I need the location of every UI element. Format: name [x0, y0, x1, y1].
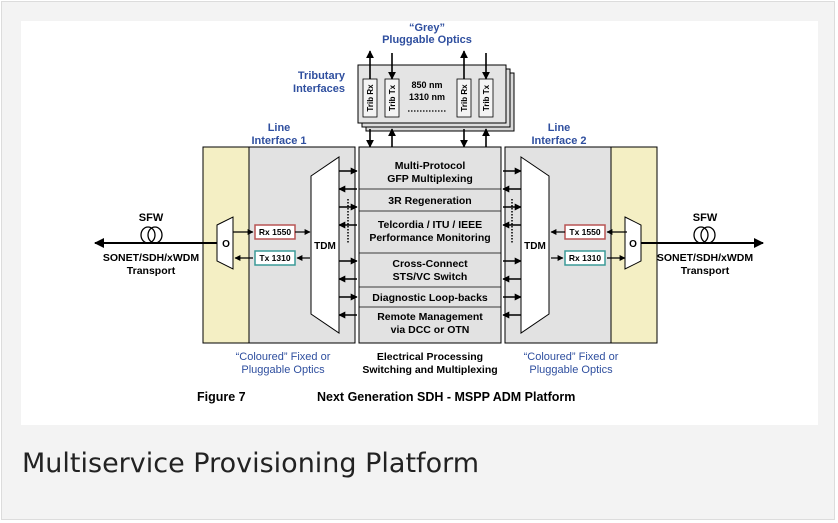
transport-label-right-2: Transport [681, 265, 730, 277]
trib-rx-2: Trib Rx [460, 84, 469, 112]
transport-label-left-1: SONET/SDH/xWDM [103, 252, 200, 264]
line-interface-1-label-1: Line [268, 122, 291, 134]
fiber-coil-left-icon [140, 226, 163, 244]
trib-rx-1: Trib Rx [366, 84, 375, 112]
tx-1550-label-right: Tx 1550 [569, 227, 600, 237]
grey-optics-label-1: “Grey” [409, 22, 445, 34]
diagram-image: “Grey” Pluggable Optics Tributary Interf… [21, 21, 818, 425]
grey-optics-label-2: Pluggable Optics [382, 34, 472, 46]
optical-coupler-left [216, 216, 234, 270]
tdm-label-right: TDM [524, 241, 546, 252]
image-caption: Multiservice Provisioning Platform [22, 448, 480, 479]
sfw-label-left: SFW [139, 212, 164, 224]
figure-title: Next Generation SDH - MSPP ADM Platform [317, 390, 575, 404]
rx-1550-label-left: Rx 1550 [259, 227, 291, 237]
coloured-optics-left-1: “Coloured” Fixed or [236, 351, 331, 363]
rx-1310-box-right [564, 250, 606, 266]
o-label-left: O [222, 239, 230, 250]
coloured-optics-left-2: Pluggable Optics [241, 364, 325, 376]
trib-wavelength-2: 1310 nm [409, 92, 445, 102]
trib-tx-1: Trib Tx [388, 84, 397, 111]
trib-wavelength-1: 850 nm [411, 80, 442, 90]
tributary-label-2: Interfaces [293, 83, 345, 95]
core-function-pm-1: Telcordia / ITU / IEEE [378, 219, 482, 231]
line-interface-1-label-2: Interface 1 [251, 135, 306, 147]
core-function-remote-2: via DCC or OTN [391, 324, 470, 336]
tdm-mux-right [520, 156, 550, 334]
mspp-diagram: “Grey” Pluggable Optics Tributary Interf… [94, 22, 764, 404]
core-function-loopback: Diagnostic Loop-backs [372, 292, 488, 304]
sfw-label-right: SFW [693, 212, 718, 224]
core-function-remote-1: Remote Management [377, 311, 483, 323]
core-function-xc-1: Cross-Connect [392, 258, 468, 270]
core-processing-box [358, 146, 502, 344]
core-function-pm-2: Performance Monitoring [369, 232, 490, 244]
tx-1310-label-left: Tx 1310 [259, 253, 290, 263]
line-interface-2-label-1: Line [548, 122, 571, 134]
core-caption-2: Switching and Multiplexing [362, 364, 497, 376]
tdm-label-left: TDM [314, 241, 336, 252]
rx-1310-label-right: Rx 1310 [569, 253, 601, 263]
coloured-optics-right-1: “Coloured” Fixed or [524, 351, 619, 363]
transport-label-left-2: Transport [127, 265, 176, 277]
o-label-right: O [629, 239, 637, 250]
core-function-gfp-1: Multi-Protocol [395, 160, 466, 172]
core-function-gfp-2: GFP Multiplexing [387, 173, 473, 185]
line-interface-2-label-2: Interface 2 [531, 135, 586, 147]
tx-1310-box-left [254, 250, 296, 266]
tributary-label-1: Tributary [298, 70, 346, 82]
core-caption-1: Electrical Processing [377, 351, 483, 363]
core-function-3r: 3R Regeneration [388, 195, 471, 207]
optical-coupler-right [624, 216, 642, 270]
trib-tx-2: Trib Tx [482, 84, 491, 111]
fiber-coil-right-icon [693, 226, 716, 244]
coloured-optics-right-2: Pluggable Optics [529, 364, 613, 376]
tdm-mux-left [310, 156, 340, 334]
core-function-xc-2: STS/VC Switch [393, 271, 468, 283]
transport-label-right-1: SONET/SDH/xWDM [657, 252, 754, 264]
figure-number: Figure 7 [197, 390, 246, 404]
